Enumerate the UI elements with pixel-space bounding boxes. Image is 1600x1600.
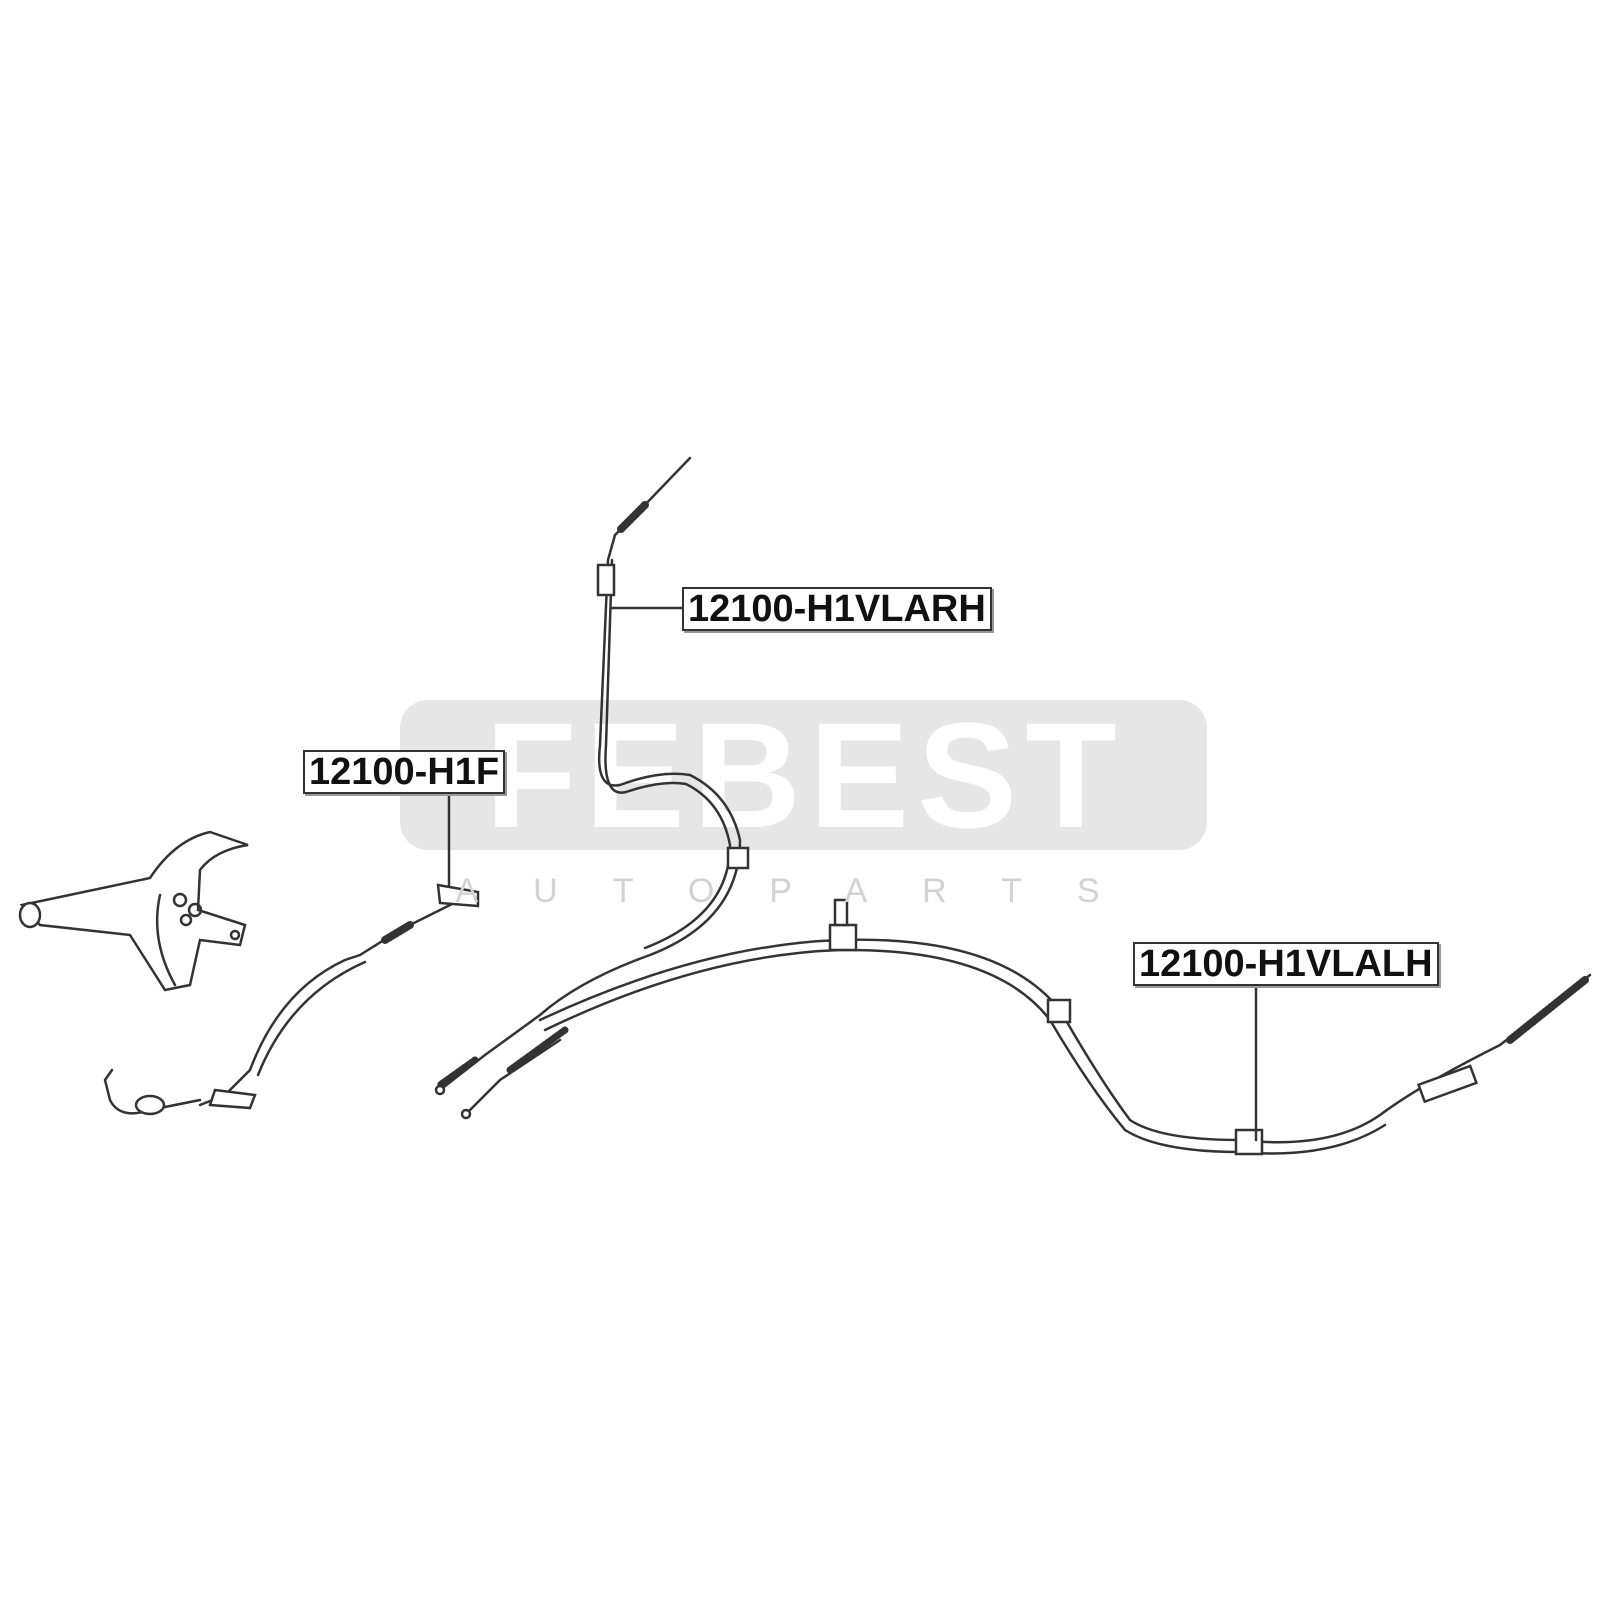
part-label-front[interactable]: 12100-H1F bbox=[303, 750, 506, 794]
front-cable bbox=[103, 883, 480, 1116]
handbrake-lever bbox=[18, 830, 249, 992]
watermark-subtitle: AUTOPARTS bbox=[455, 872, 1155, 910]
part-label-rear-right[interactable]: 12100-H1VLARH bbox=[682, 587, 992, 631]
watermark-brand: FEBEST bbox=[485, 691, 1125, 859]
rear-right-cable bbox=[434, 456, 750, 1096]
watermark-background bbox=[400, 700, 1207, 850]
part-label-rear-left[interactable]: 12100-H1VLALH bbox=[1133, 942, 1439, 986]
rear-left-cable bbox=[460, 898, 1592, 1156]
